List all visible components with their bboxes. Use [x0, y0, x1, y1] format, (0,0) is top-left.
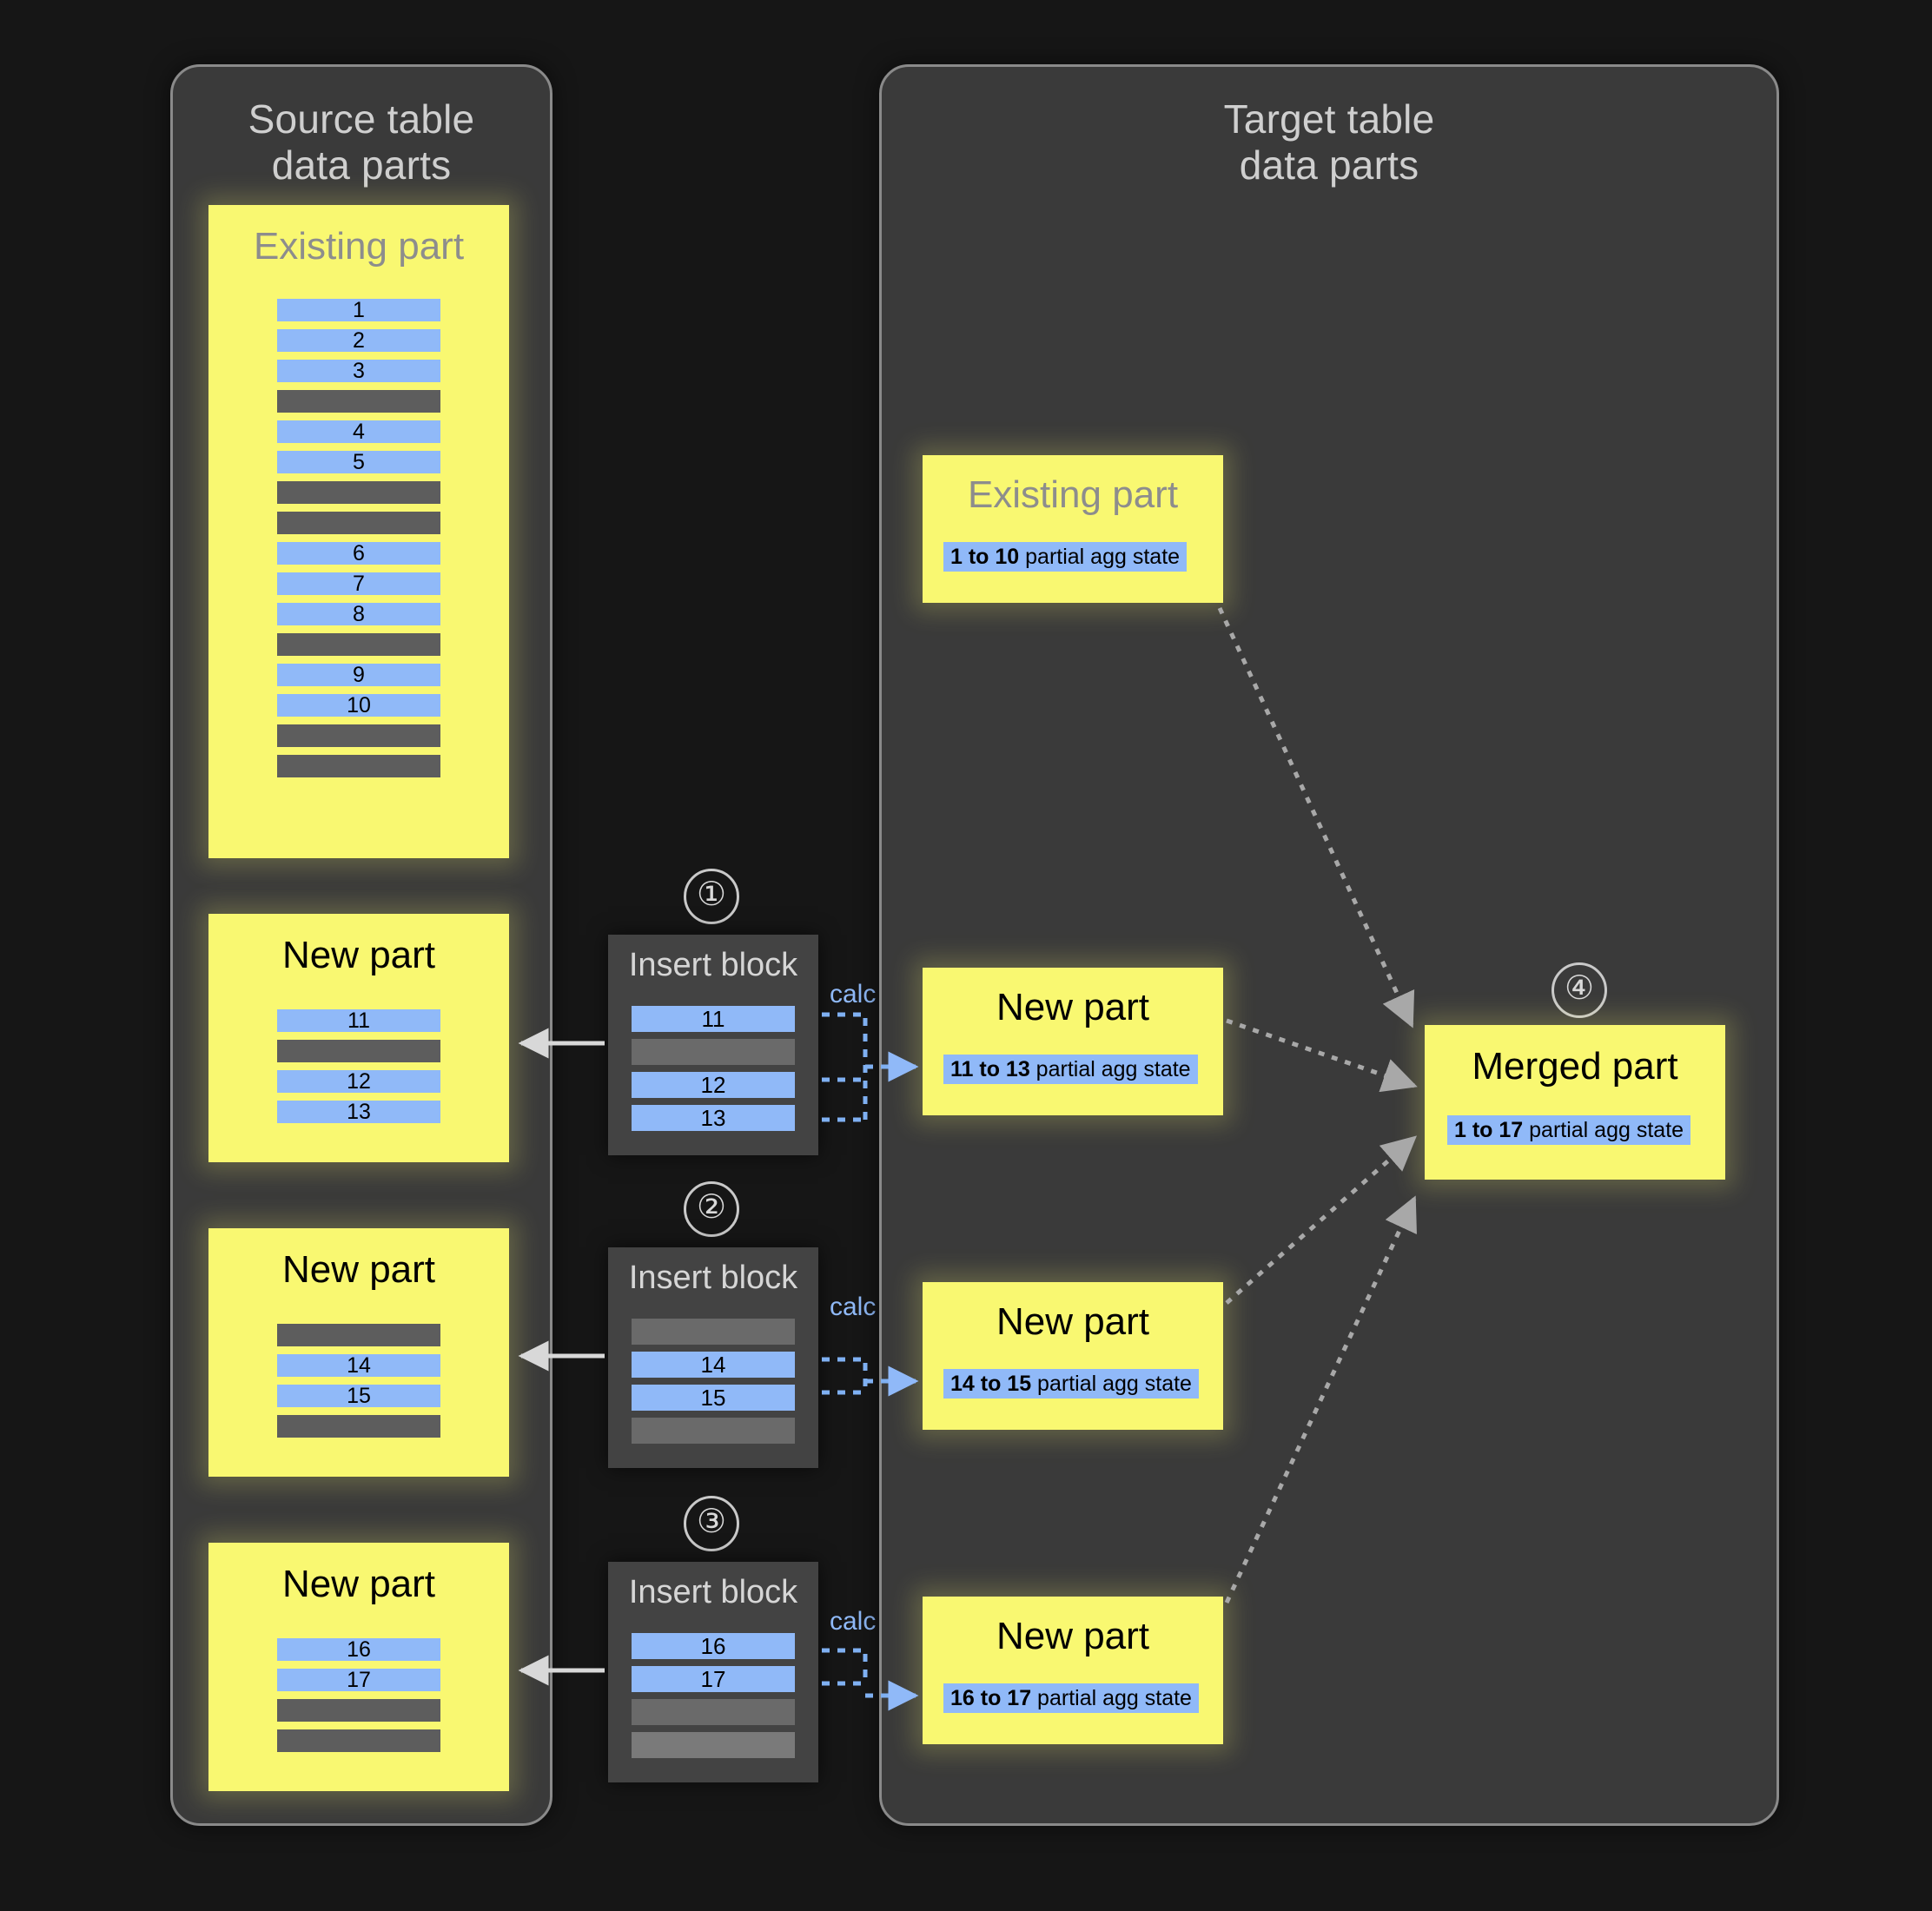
insert-row-empty — [632, 1418, 795, 1444]
insert-row: 16 — [632, 1633, 795, 1659]
part-row-empty — [277, 512, 440, 534]
merged-part[interactable]: Merged part 1 to 17 partial agg state — [1425, 1025, 1725, 1180]
part-row-empty — [277, 1040, 440, 1062]
target-new-part-3-title: New part — [996, 1615, 1150, 1657]
insert-row-empty — [632, 1699, 795, 1725]
insert-block-2-title: Insert block — [628, 1260, 798, 1296]
target-new-part-2-title: New part — [996, 1300, 1150, 1343]
source-existing-part-title: Existing part — [253, 225, 465, 268]
agg-range-3: 16 to 17 — [950, 1686, 1032, 1710]
part-row: 4 — [277, 420, 440, 443]
insert-row: 12 — [632, 1072, 795, 1098]
target-panel-title: Target table data parts — [1223, 96, 1435, 188]
part-row-empty — [277, 1415, 440, 1438]
part-row: 12 — [277, 1070, 440, 1093]
part-row: 5 — [277, 451, 440, 473]
agg-range-0: 1 to 10 — [950, 545, 1020, 569]
part-row: 17 — [277, 1669, 440, 1691]
agg-suffix-3: partial agg state — [1031, 1686, 1192, 1710]
agg-suffix-1: partial agg state — [1029, 1057, 1191, 1081]
insert-block-1-rows: 11 12 13 — [608, 1006, 818, 1138]
source-existing-part-rows: 1 2 3 4 5 6 7 8 9 10 — [208, 299, 509, 785]
agg-range-2: 14 to 15 — [950, 1372, 1032, 1396]
part-row: 3 — [277, 360, 440, 382]
part-row: 8 — [277, 603, 440, 625]
target-new-part-1[interactable]: New part 11 to 13 partial agg state — [923, 968, 1223, 1115]
source-new-part-3-title: New part — [281, 1563, 436, 1605]
source-existing-part[interactable]: Existing part 1 2 3 4 5 6 7 8 9 10 — [208, 205, 509, 858]
target-new-part-2[interactable]: New part 14 to 15 partial agg state — [923, 1282, 1223, 1430]
step-3-badge: ③ — [684, 1496, 739, 1551]
part-row: 10 — [277, 694, 440, 717]
part-row-empty — [277, 481, 440, 504]
part-row: 14 — [277, 1354, 440, 1377]
target-new-part-2-agg: 14 to 15 partial agg state — [943, 1369, 1199, 1399]
merged-agg-suffix: partial agg state — [1523, 1118, 1684, 1142]
part-row-empty — [277, 1699, 440, 1722]
part-row: 2 — [277, 329, 440, 352]
insert-row-empty — [632, 1319, 795, 1345]
insert-row-empty — [632, 1732, 795, 1758]
insert-row: 11 — [632, 1006, 795, 1032]
insert-row: 13 — [632, 1105, 795, 1131]
insert-row-empty — [632, 1039, 795, 1065]
target-table-panel: Target table data parts — [879, 64, 1779, 1826]
merged-agg-range: 1 to 17 — [1454, 1118, 1524, 1142]
part-row: 1 — [277, 299, 440, 321]
part-row-empty — [277, 755, 440, 777]
calc-label-2: calc — [830, 1293, 877, 1321]
step-4-badge: ④ — [1552, 962, 1607, 1018]
target-existing-part[interactable]: Existing part 1 to 10 partial agg state — [923, 455, 1223, 603]
target-new-part-3-agg: 16 to 17 partial agg state — [943, 1683, 1199, 1713]
agg-suffix-2: partial agg state — [1031, 1372, 1192, 1396]
agg-range-1: 11 to 13 — [950, 1057, 1030, 1081]
merged-part-title: Merged part — [1472, 1045, 1678, 1088]
part-row-empty — [277, 724, 440, 747]
insert-block-1-title: Insert block — [628, 947, 798, 983]
insert-block-3-title: Insert block — [628, 1574, 798, 1610]
insert-block-1[interactable]: Insert block 11 12 13 — [608, 935, 818, 1155]
target-existing-part-agg: 1 to 10 partial agg state — [943, 542, 1188, 572]
insert-row: 15 — [632, 1385, 795, 1411]
source-new-part-1-title: New part — [281, 934, 436, 976]
part-row: 15 — [277, 1385, 440, 1407]
part-row: 7 — [277, 572, 440, 595]
insert-row: 17 — [632, 1666, 795, 1692]
source-panel-title: Source table data parts — [248, 96, 475, 188]
step-2-badge: ② — [684, 1181, 739, 1237]
part-row: 13 — [277, 1101, 440, 1123]
part-row: 11 — [277, 1009, 440, 1032]
source-new-part-2-title: New part — [281, 1248, 436, 1291]
step-1-badge: ① — [684, 869, 739, 924]
target-new-part-1-title: New part — [996, 986, 1150, 1028]
part-row-empty — [277, 390, 440, 413]
calc-label-1: calc — [830, 980, 877, 1008]
part-row-empty — [277, 1729, 440, 1752]
source-new-part-1[interactable]: New part 11 12 13 — [208, 914, 509, 1162]
part-row-empty — [277, 1324, 440, 1346]
target-new-part-1-agg: 11 to 13 partial agg state — [943, 1055, 1198, 1084]
agg-suffix-0: partial agg state — [1019, 545, 1181, 569]
calc-label-3: calc — [830, 1607, 877, 1636]
insert-row: 14 — [632, 1352, 795, 1378]
part-row: 16 — [277, 1638, 440, 1661]
target-new-part-3[interactable]: New part 16 to 17 partial agg state — [923, 1597, 1223, 1744]
merged-part-agg: 1 to 17 partial agg state — [1447, 1115, 1691, 1145]
target-existing-part-title: Existing part — [967, 473, 1179, 516]
source-new-part-1-rows: 11 12 13 — [208, 1009, 509, 1131]
part-row: 6 — [277, 542, 440, 565]
part-row: 9 — [277, 664, 440, 686]
part-row-empty — [277, 633, 440, 656]
